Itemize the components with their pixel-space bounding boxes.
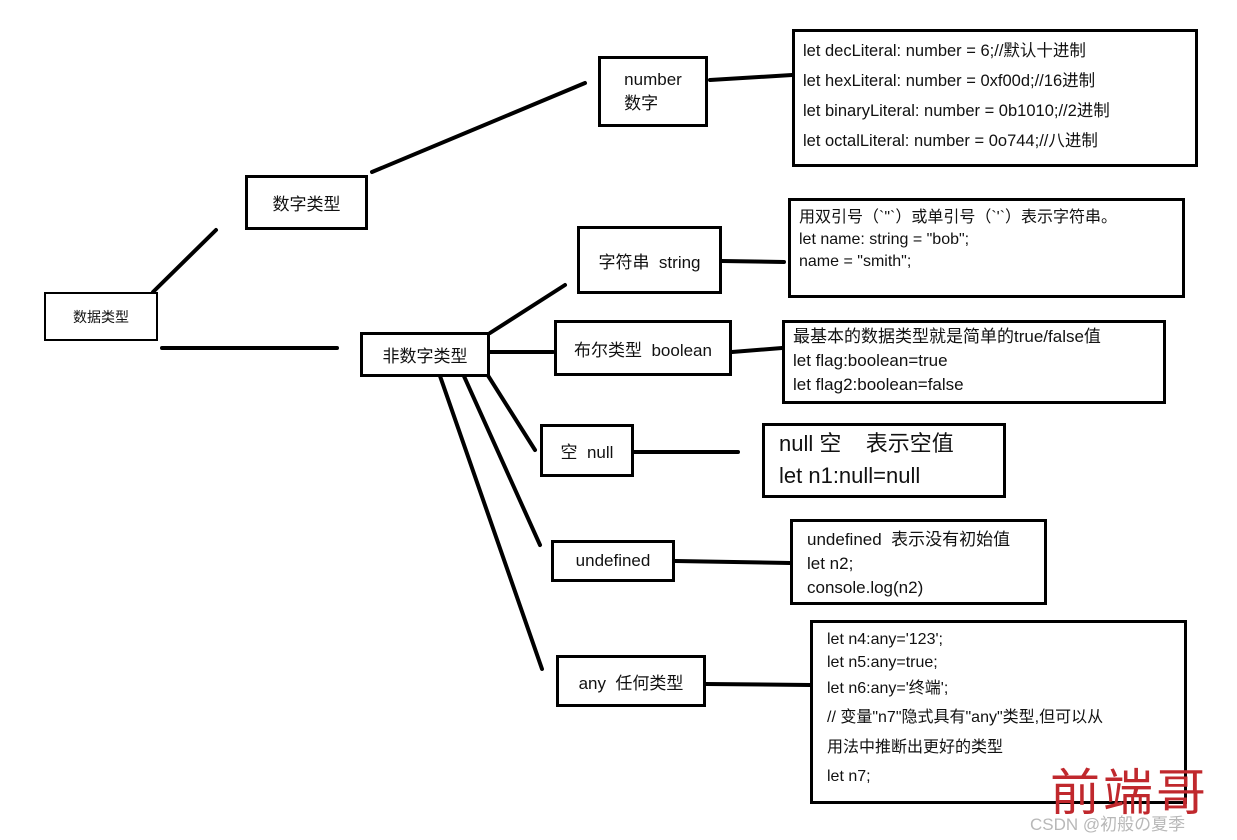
connector-boolean-note (730, 346, 784, 354)
note-line: let n4:any='123'; (827, 631, 943, 648)
note-line: undefined 表示没有初始值 (807, 530, 1011, 549)
note-line: let name: string = "bob"; (799, 231, 970, 248)
watermark-text: CSDN @初般の夏季 (1030, 810, 1185, 835)
string-node: 字符串 string (577, 226, 722, 294)
note-line: let n7; (827, 768, 871, 785)
undefined-label: undefined (575, 551, 651, 570)
number-node: number 数字 (598, 56, 708, 127)
note-line: 最基本的数据类型就是简单的true/false值 (793, 327, 1101, 346)
nonnumeric-node: 非数字类型 (360, 332, 490, 377)
connector-numeric-number (370, 81, 587, 174)
connector-nonnumeric-null (485, 372, 537, 452)
connector-any-note (704, 682, 812, 687)
number-label-en: number (624, 69, 682, 89)
note-line: null 空 表示空值 (779, 431, 954, 456)
number-label-group: number 数字 (624, 68, 682, 116)
watermark-logo: 前端哥 (1050, 766, 1209, 820)
any-node: any 任何类型 (556, 655, 706, 707)
note-line: let flag2:boolean=false (793, 375, 964, 394)
boolean-label: 布尔类型 boolean (574, 340, 712, 360)
numeric-node: 数字类型 (245, 175, 368, 230)
watermark-logo-text: 前端哥 (1050, 765, 1209, 821)
note-line: let octalLiteral: number = 0o744;//八进制 (803, 132, 1098, 150)
numeric-label: 数字类型 (272, 195, 341, 214)
undefined-node: undefined (551, 540, 675, 582)
connector-number-note (708, 73, 794, 82)
note-line: console.log(n2) (807, 578, 924, 597)
null-label: 空 null (560, 443, 614, 462)
any-note: let n4:any='123'; let n5:any=true; let n… (810, 620, 1187, 804)
note-line: let n2; (807, 554, 854, 573)
watermark-caption: CSDN @初般の夏季 (1030, 815, 1186, 834)
root-label: 数据类型 (73, 308, 129, 325)
boolean-note: 最基本的数据类型就是简单的true/false值 let flag:boolea… (782, 320, 1166, 404)
number-note: let decLiteral: number = 6;//默认十进制 let h… (792, 29, 1198, 167)
number-label-zh: 数字 (624, 93, 659, 113)
any-label: any 任何类型 (578, 673, 684, 693)
note-line: let n1:null=null (779, 463, 921, 488)
note-line: let binaryLiteral: number = 0b1010;//2进制 (803, 102, 1110, 120)
connector-undefined-note (673, 559, 792, 565)
note-line: // 变量"n7"隐式具有"any"类型,但可以从 (827, 709, 1104, 726)
connector-nonnumeric-any (438, 374, 544, 671)
note-line: let decLiteral: number = 6;//默认十进制 (803, 42, 1086, 60)
string-note: 用双引号（`"`）或单引号（`'`）表示字符串。 let name: strin… (788, 198, 1185, 298)
connector-root-numeric (151, 228, 218, 294)
note-line: let flag:boolean=true (793, 351, 948, 370)
connector-string-note (720, 259, 786, 264)
null-note: null 空 表示空值 let n1:null=null (762, 423, 1006, 498)
connector-nonnumeric-undefined (461, 372, 542, 547)
note-line: 用法中推断出更好的类型 (827, 739, 1004, 756)
note-line: let n5:any=true; (827, 654, 938, 671)
note-line: let hexLiteral: number = 0xf00d;//16进制 (803, 72, 1096, 90)
undefined-note: undefined 表示没有初始值 let n2; console.log(n2… (790, 519, 1047, 605)
connector-nonnumeric-string (488, 283, 567, 335)
root-node: 数据类型 (44, 292, 158, 341)
nonnumeric-label: 非数字类型 (382, 347, 468, 366)
null-node: 空 null (540, 424, 634, 477)
string-label: 字符串 string (598, 252, 701, 272)
boolean-node: 布尔类型 boolean (554, 320, 732, 376)
note-line: let n6:any='终端'; (827, 680, 949, 697)
note-line: 用双引号（`"`）或单引号（`'`）表示字符串。 (799, 209, 1118, 226)
note-line: name = "smith"; (799, 253, 912, 270)
